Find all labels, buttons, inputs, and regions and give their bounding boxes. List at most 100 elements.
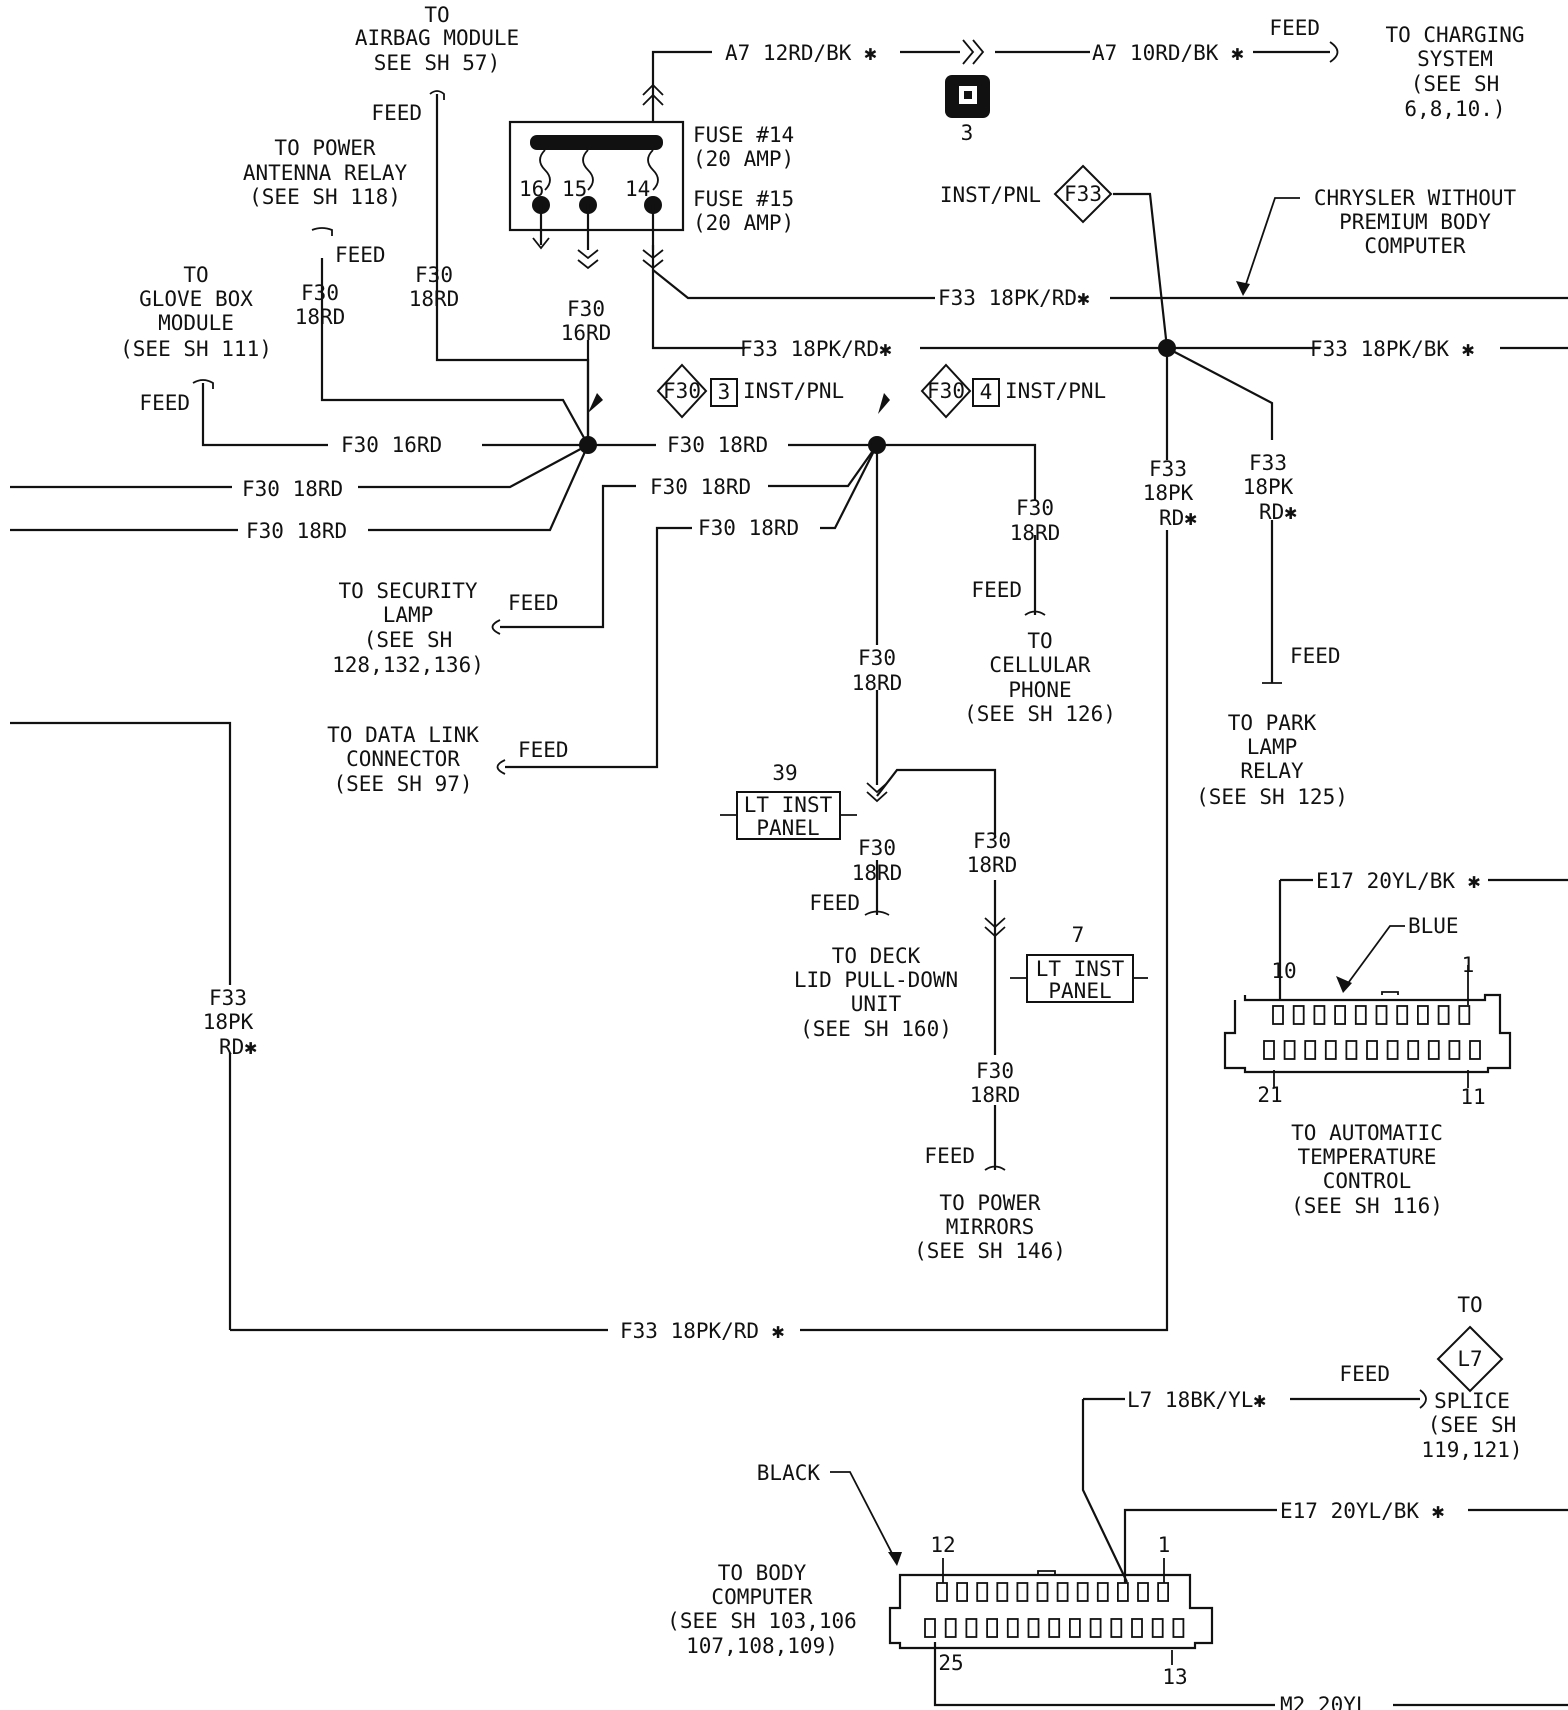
f30-3-num: 3 (718, 380, 731, 404)
wires (10, 50, 1568, 1707)
mirror-wire-2: 18RD (967, 853, 1018, 877)
splices (579, 339, 1176, 454)
park-feed: FEED (1290, 644, 1341, 668)
datalink-feed: FEED (518, 738, 569, 762)
charging-label-3: (SEE SH (1411, 72, 1500, 96)
airbag-wire-2: 18RD (409, 287, 460, 311)
park-label-3: RELAY (1240, 759, 1304, 783)
diamond-connectors (656, 164, 1504, 1393)
connector-pin (1096, 1582, 1109, 1602)
deck-label-2: LID PULL-DOWN (794, 968, 958, 992)
black-connector-top-pins (936, 1582, 1169, 1602)
chrysler-label-1: CHRYSLER WITHOUT (1314, 186, 1517, 210)
body-computer-4: 107,108,109) (686, 1634, 838, 1658)
mirror-feed: FEED (924, 1144, 975, 1168)
mirror-wire-3: F30 (976, 1059, 1014, 1083)
connector-pin (1117, 1582, 1129, 1602)
connector-pin (1417, 1005, 1429, 1025)
blue-pin-21: 21 (1257, 1083, 1282, 1107)
glove-label-3: MODULE (158, 311, 234, 335)
connector-pin (1324, 1040, 1337, 1060)
security-label-2: LAMP (383, 603, 434, 627)
lt-inst-panel-boxes (736, 791, 1134, 1003)
auto-temp-2: TEMPERATURE (1297, 1145, 1436, 1169)
auto-temp-4: (SEE SH 116) (1291, 1194, 1443, 1218)
connector-pin (1366, 1040, 1378, 1060)
connector-pin (956, 1582, 968, 1602)
l7-feed: FEED (1339, 1362, 1390, 1386)
splice-2 (868, 436, 886, 454)
park-label-2: LAMP (1247, 735, 1298, 759)
fuse16-wire-1: F30 (567, 297, 605, 321)
cell-wire-1: F30 (1016, 496, 1054, 520)
charging-label-4: 6,8,10.) (1404, 97, 1505, 121)
connector-pin (1137, 1582, 1149, 1602)
connector-pin (1056, 1582, 1069, 1602)
connector-pin (1157, 1582, 1169, 1602)
f30-18rd-wire-left2: F30 18RD (246, 519, 347, 543)
connector-pin (1396, 1005, 1409, 1025)
l7-wire: L7 18BK/YL✱ (1127, 1388, 1266, 1412)
feed-terminals (192, 41, 1427, 1409)
connector-pin (996, 1582, 1009, 1602)
connector-pin (1386, 1040, 1399, 1060)
mirror-label-3: (SEE SH 146) (914, 1239, 1066, 1263)
mirror-label-2: MIRRORS (946, 1215, 1035, 1239)
cell-label-1: TO (1027, 629, 1052, 653)
body-computer-3: (SEE SH 103,106 (667, 1609, 857, 1633)
cell-wire-2: 18RD (1010, 521, 1061, 545)
connector-pin (1016, 1582, 1029, 1602)
mid-wire-1: F30 (858, 646, 896, 670)
splice-label-1: SPLICE (1434, 1389, 1510, 1413)
chrysler-label-2: PREMIUM BODY (1339, 210, 1491, 234)
connector-pin (1437, 1005, 1450, 1025)
f30-16rd-wire: F30 16RD (341, 433, 442, 457)
antenna-label-2: ANTENNA RELAY (243, 161, 408, 185)
connector-pin (1263, 1040, 1275, 1060)
connector-pin (1375, 1005, 1388, 1025)
lt-inst-7-num: 7 (1072, 923, 1085, 947)
f30-3-label: INST/PNL (743, 379, 844, 403)
airbag-label-2: AIRBAG MODULE (355, 26, 519, 50)
antenna-feed: FEED (335, 243, 386, 267)
deck-wire-1: F30 (858, 836, 896, 860)
datalink-label-1: TO DATA LINK (327, 723, 479, 747)
deck-label-3: UNIT (851, 992, 902, 1016)
blue-pin-10: 10 (1271, 959, 1296, 983)
connector-pin (1334, 1005, 1346, 1025)
black-pin-25: 25 (938, 1651, 963, 1675)
antenna-label-1: TO POWER (274, 136, 376, 160)
f33-vert-a-2: 18PK (1143, 481, 1194, 505)
connector-pin (1089, 1618, 1102, 1638)
f33-vert-a-3: RD✱ (1159, 506, 1197, 530)
f33-vert-b-1: F33 (1249, 451, 1287, 475)
mirror-wire-1: F30 (973, 829, 1011, 853)
connector-pin (1027, 1618, 1040, 1638)
antenna-label-3: (SEE SH 118) (249, 185, 401, 209)
security-feed: FEED (508, 591, 559, 615)
connector-pin (1458, 1005, 1471, 1025)
connector-pin (1048, 1618, 1061, 1638)
connector-pin (1076, 1582, 1089, 1602)
connector-pin (1069, 1618, 1081, 1638)
wire-a7-12: A7 12RD/BK ✱ (725, 41, 877, 65)
f30-18rd-wire-mid: F30 18RD (667, 433, 768, 457)
connector-pin (1131, 1618, 1143, 1638)
glove-label-1: TO (183, 263, 208, 287)
splice-1 (579, 436, 597, 454)
e17-bottom-wire: E17 20YL/BK ✱ (1280, 1499, 1445, 1523)
connector-pin (1345, 1040, 1358, 1060)
fuse15-label-1: FUSE #15 (693, 187, 794, 211)
datalink-label-2: CONNECTOR (346, 747, 460, 771)
splice-to: TO (1457, 1293, 1482, 1317)
black-label: BLACK (757, 1461, 821, 1485)
left-f33-2: 18PK (203, 1010, 254, 1034)
security-label-1: TO SECURITY (338, 579, 477, 603)
blue-connector-body (1223, 991, 1512, 1074)
charging-feed: FEED (1269, 16, 1320, 40)
m2-wire: M2 20YL (1280, 1693, 1369, 1710)
connector-pin (1304, 1040, 1317, 1060)
lt-inst-39-line1: LT INST (744, 793, 833, 817)
body-computer-2: COMPUTER (711, 1585, 813, 1609)
black-pin-1: 1 (1158, 1533, 1171, 1557)
